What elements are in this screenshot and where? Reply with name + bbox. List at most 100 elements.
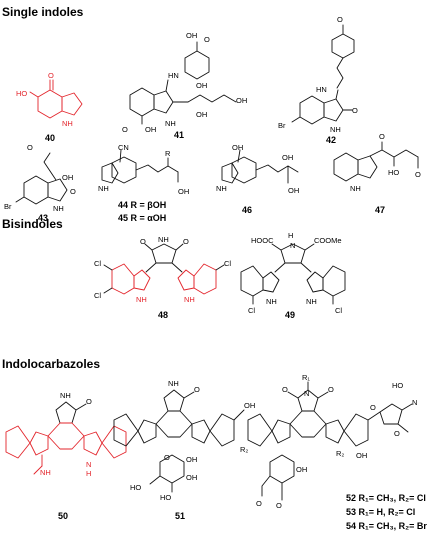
atom-nh-49a: NH bbox=[266, 297, 277, 306]
structure-41: OH O HN NH OH OH OH O OH bbox=[122, 31, 247, 134]
structure-48: O O NH Cl Cl Cl NH NH bbox=[94, 235, 231, 304]
atom-o-52-sugar: O bbox=[276, 501, 282, 510]
label-r1: R₁ bbox=[302, 373, 310, 382]
compound-number-43: 43 bbox=[38, 213, 48, 223]
atom-o-51: O bbox=[194, 385, 200, 394]
atom-nh-50-amine: NH bbox=[40, 468, 51, 477]
atom-oh-3: OH bbox=[236, 96, 247, 105]
atom-n-52: N bbox=[304, 389, 309, 398]
atom-br-42: Br bbox=[278, 121, 286, 130]
structure-47: O HO O NH bbox=[333, 132, 421, 193]
atom-oh-46a: OH bbox=[232, 143, 243, 152]
atom-oh-2: OH bbox=[196, 110, 207, 119]
atom-nh-48-left: NH bbox=[136, 295, 147, 304]
structure-46: OH OH OH NH bbox=[216, 143, 299, 195]
substituent-label-54: 54 R₁= CH₃, R₂= Br bbox=[346, 521, 427, 531]
atom-n-49: N bbox=[290, 241, 295, 250]
compound-number-46: 46 bbox=[242, 205, 252, 215]
compound-number-41: 41 bbox=[174, 130, 184, 140]
atom-o-methoxy: O bbox=[337, 15, 343, 24]
atom-cooh-41: O bbox=[122, 125, 128, 134]
atom-nh-43: NH bbox=[53, 204, 64, 213]
atom-nh-48: NH bbox=[158, 235, 169, 244]
atom-nh-46: NH bbox=[216, 184, 227, 193]
compound-number-49: 49 bbox=[285, 310, 295, 320]
compound-number-48: 48 bbox=[158, 310, 168, 320]
section-heading-bisindoles: Bisindoles bbox=[2, 217, 63, 231]
atom-coome: COOMe bbox=[314, 236, 342, 245]
atom-ho: HO bbox=[16, 89, 27, 98]
atom-oh-51b: OH bbox=[186, 473, 197, 482]
structure-50: NH O NH N H bbox=[5, 391, 127, 478]
atom-hooc: HOOC bbox=[251, 236, 274, 245]
structure-49: HOOC COOMe H N Cl Cl NH NH bbox=[240, 231, 346, 315]
atom-oh-46b: OH bbox=[282, 153, 293, 162]
label-r2-right: R₂ bbox=[336, 449, 344, 458]
atom-n-50: N bbox=[86, 460, 91, 469]
atom-o-52-methoxy: O bbox=[256, 499, 262, 508]
atom-o-52-link: O bbox=[370, 403, 376, 412]
compound-number-50: 50 bbox=[58, 511, 68, 521]
atom-o-52-ring: O bbox=[394, 429, 400, 438]
compound-number-40: 40 bbox=[45, 133, 55, 143]
atom-oh-52: OH bbox=[356, 451, 367, 460]
atom-hn-42: HN bbox=[316, 85, 327, 94]
atom-nh-44: NH bbox=[98, 184, 109, 193]
atom-ho-52: HO bbox=[392, 381, 403, 390]
structure-40: O HO NH bbox=[16, 71, 83, 128]
compound-number-47: 47 bbox=[375, 205, 385, 215]
atom-oh-43: OH bbox=[62, 173, 73, 182]
section-heading-single-indoles: Single indoles bbox=[2, 5, 84, 19]
atom-ho-47: HO bbox=[388, 168, 399, 177]
atom-h-49: H bbox=[288, 231, 293, 240]
atom-nh-47: NH bbox=[350, 184, 361, 193]
substituent-label-45: 45 R = αOH bbox=[118, 213, 166, 223]
compound-number-51: 51 bbox=[175, 511, 185, 521]
atom-o-50: O bbox=[86, 397, 92, 406]
atom-n-52-amine: N bbox=[412, 398, 417, 407]
substituent-label-44: 44 R = βOH bbox=[118, 200, 166, 210]
atom-oh-46c: OH bbox=[288, 186, 299, 195]
label-r2-left: R₂ bbox=[240, 445, 248, 454]
atom-o-52a: O bbox=[282, 385, 288, 394]
atom-ho-51a: HO bbox=[160, 493, 171, 502]
atom-cl-49b: Cl bbox=[335, 306, 342, 315]
atom-o-51-ring: O bbox=[164, 453, 170, 462]
atom-o-42: O bbox=[352, 106, 358, 115]
section-heading-indolocarbazoles: Indolocarbazoles bbox=[2, 357, 100, 371]
structure-52-54: R₁ N O O R₂ R₂ OH O HO N O OH O O bbox=[240, 373, 417, 510]
atom-cl-48b: Cl bbox=[94, 291, 101, 300]
atom-nh-42: NH bbox=[330, 125, 341, 134]
substituent-label-52: 52 R₁= CH₃, R₂= Cl bbox=[346, 493, 426, 503]
atom-oh-41: OH bbox=[145, 125, 156, 134]
atom-oh-52-sugar: OH bbox=[296, 465, 307, 474]
label-r: R bbox=[165, 149, 171, 158]
atom-oh-51-phenol: OH bbox=[244, 401, 255, 410]
atom-nh: NH bbox=[62, 119, 73, 128]
atom-cl-48c: Cl bbox=[224, 259, 231, 268]
atom-o-carbonyl: O bbox=[204, 35, 210, 44]
structure-51: NH O OH O OH OH HO HO bbox=[113, 379, 255, 502]
atom-cl-49a: Cl bbox=[248, 306, 255, 315]
atom-hn: HN bbox=[168, 71, 179, 80]
atom-o-48a: O bbox=[140, 237, 146, 246]
atom-nh-41: NH bbox=[165, 119, 176, 128]
atom-nh-48-right: NH bbox=[184, 295, 195, 304]
atom-o: O bbox=[48, 71, 54, 80]
atom-cl-48a: Cl bbox=[94, 259, 101, 268]
atom-oh-1: OH bbox=[196, 81, 207, 90]
atom-o-43a: O bbox=[27, 143, 33, 152]
substituent-label-53: 53 R₁= H, R₂= Cl bbox=[346, 507, 415, 517]
atom-br-43: Br bbox=[4, 202, 12, 211]
atom-h-50: H bbox=[86, 469, 91, 478]
atom-o-48b: O bbox=[183, 237, 189, 246]
atom-cooh-top: OH bbox=[186, 31, 197, 40]
atom-o-47b: O bbox=[415, 170, 421, 179]
structure-44-45: CN R OH NH bbox=[98, 143, 189, 196]
atom-oh-51a: OH bbox=[186, 455, 197, 464]
structure-43: O OH O Br NH bbox=[4, 143, 76, 213]
atom-o-52b: O bbox=[328, 385, 334, 394]
atom-nh-49b: NH bbox=[306, 297, 317, 306]
atom-oh-44: OH bbox=[178, 187, 189, 196]
